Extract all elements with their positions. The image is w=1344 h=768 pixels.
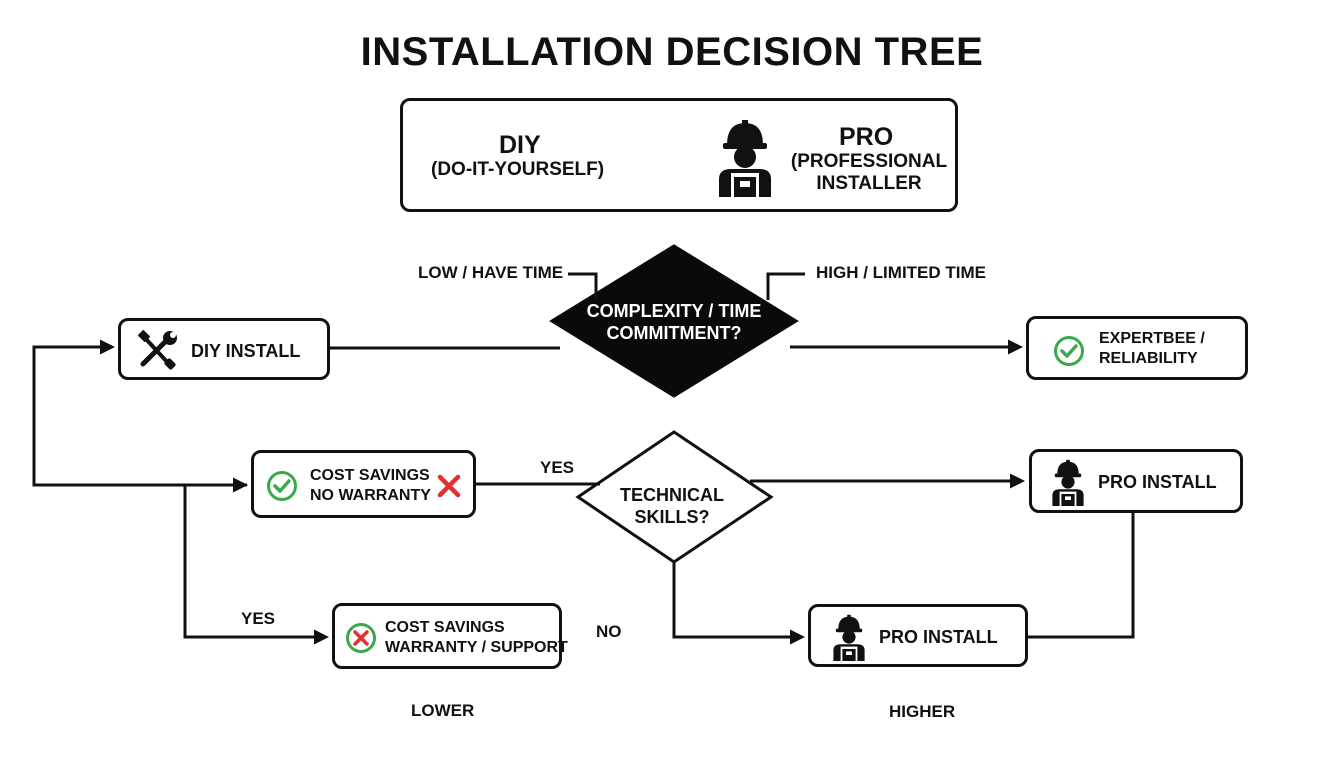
pro-install-top-label: PRO INSTALL <box>1098 472 1217 492</box>
cost-savings-no-warranty-label: COST SAVINGS NO WARRANTY <box>310 467 431 504</box>
diy-install-node: DIY INSTALL <box>118 318 330 380</box>
cost-savings-warranty-node: COST SAVINGS WARRANTY / SUPPORT <box>332 603 568 669</box>
technical-question: TECHNICAL SKILLS? <box>620 485 724 527</box>
no-branch-arrow <box>672 562 805 645</box>
page-title: INSTALLATION DECISION TREE <box>360 30 984 74</box>
axis-label-lower: LOWER <box>411 701 475 720</box>
low-time-leader <box>568 272 598 300</box>
expertise-node: EXPERTBEE / RELIABILITY <box>1026 316 1248 380</box>
check-icon <box>1053 335 1085 372</box>
legend-diy-subtitle: (DO-IT-YOURSELF) <box>431 159 605 180</box>
yes-branch-arrow <box>183 485 329 645</box>
worker-icon <box>829 613 869 666</box>
legend-box: DIY (DO-IT-YOURSELF) PRO (PROFESSIONAL I… <box>400 98 958 212</box>
edge-label-low-time: LOW / HAVE TIME <box>418 263 564 282</box>
pro-install-bottom-label: PRO INSTALL <box>879 627 998 647</box>
cross-icon <box>436 473 462 504</box>
edge-label-no: NO <box>596 622 622 641</box>
worker-icon <box>715 117 775 202</box>
axis-label-higher: HIGHER <box>889 702 956 721</box>
cross-icon <box>345 622 377 659</box>
pro-loop-line <box>1027 512 1135 639</box>
loop-to-diy-arrow <box>32 339 247 487</box>
legend-diy-title: DIY <box>499 131 541 159</box>
expertise-label: EXPERTBEE / RELIABILITY <box>1099 330 1205 367</box>
edge-label-yes-left: YES <box>241 609 276 628</box>
cost-savings-no-warranty-node: COST SAVINGS NO WARRANTY <box>251 450 476 518</box>
cost-savings-warranty-label: COST SAVINGS WARRANTY / SUPPORT <box>385 619 568 656</box>
pro-install-bottom-node: PRO INSTALL <box>808 604 1028 667</box>
legend-pro-subtitle: (PROFESSIONAL INSTALLER <box>790 151 948 194</box>
legend-pro-title: PRO <box>839 123 894 151</box>
complexity-question: COMPLEXITY / TIME COMMITMENT? <box>586 301 762 343</box>
tools-icon <box>135 330 179 375</box>
edge-label-high-time: HIGH / LIMITED TIME <box>816 263 986 282</box>
pro-install-top-node: PRO INSTALL <box>1029 449 1243 513</box>
complexity-diamond <box>549 244 799 398</box>
worker-icon <box>1048 458 1088 511</box>
diy-install-label: DIY INSTALL <box>191 341 301 361</box>
edge-label-yes-top: YES <box>540 458 575 477</box>
check-icon <box>266 470 298 507</box>
high-time-leader <box>766 272 805 300</box>
